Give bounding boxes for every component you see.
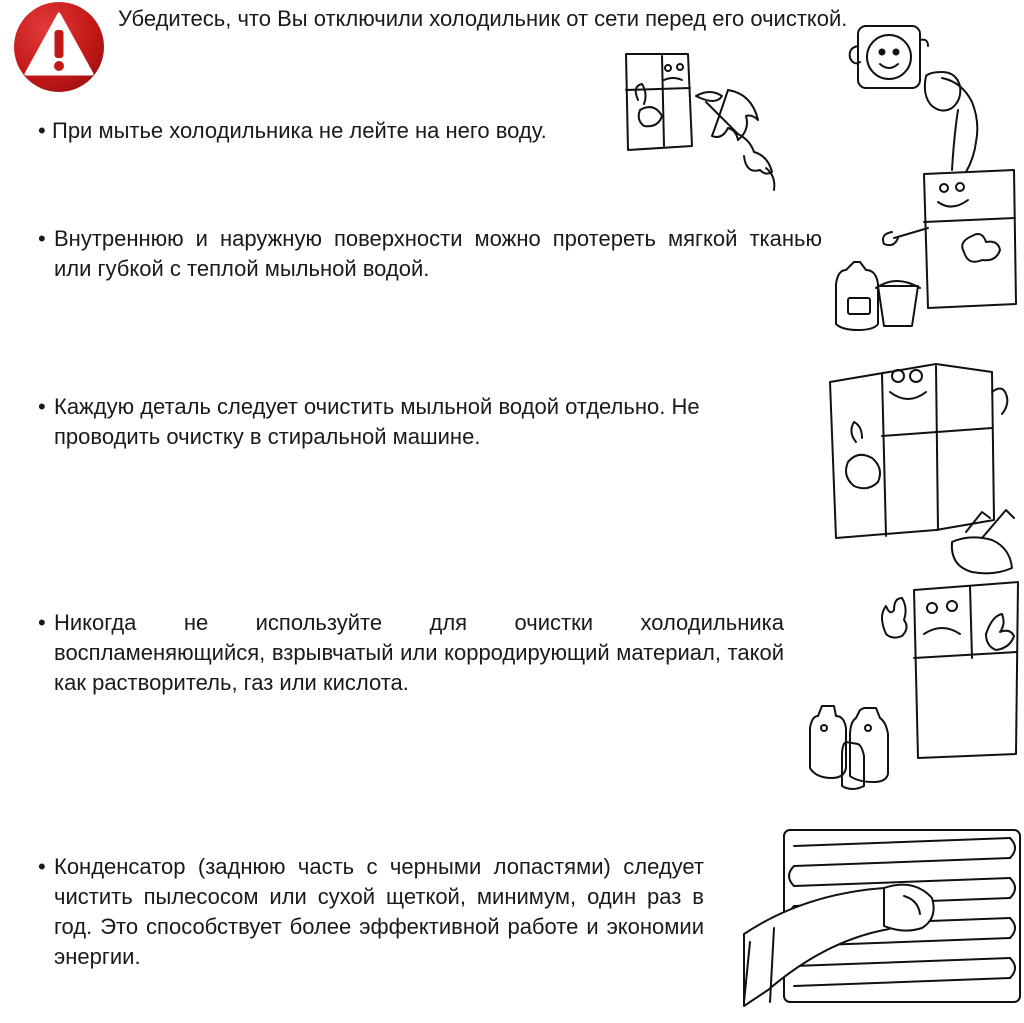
soapy-cloth-illustration (832, 166, 1024, 336)
separate-parts-illustration (826, 352, 1024, 572)
warning-text: Убедитесь, что Вы отключили холодильник … (118, 6, 848, 31)
condenser-vacuum-illustration (734, 824, 1024, 1006)
instruction-text: При мытье холодильника не лейте на него … (52, 118, 547, 143)
no-water-spray-illustration (618, 50, 798, 190)
instruction-text: Конденсатор (заднюю часть с черными лопа… (54, 854, 704, 969)
instruction-item-5: • Конденсатор (заднюю часть с черными ло… (38, 852, 704, 972)
bullet: • (38, 226, 46, 251)
bullet: • (38, 394, 46, 419)
instruction-text: Каждую деталь следует очистить мыльной в… (54, 394, 700, 449)
instruction-item-2: • Внутреннюю и наружную поверхности можн… (38, 224, 822, 284)
unplug-illustration (846, 6, 996, 176)
bullet: • (38, 118, 46, 143)
instruction-item-1: • При мытье холодильника не лейте на нег… (38, 116, 638, 146)
bullet: • (38, 854, 46, 879)
bullet: • (38, 610, 46, 635)
warning-icon (14, 2, 104, 92)
instruction-item-3: • Каждую деталь следует очистить мыльной… (38, 392, 798, 452)
no-flammable-illustration (806, 578, 1024, 798)
instruction-item-4: • Никогда не используйте для очистки хол… (38, 608, 784, 698)
instruction-text: Внутреннюю и наружную поверхности можно … (54, 226, 822, 281)
instruction-text: Никогда не используйте для очистки холод… (54, 610, 784, 695)
